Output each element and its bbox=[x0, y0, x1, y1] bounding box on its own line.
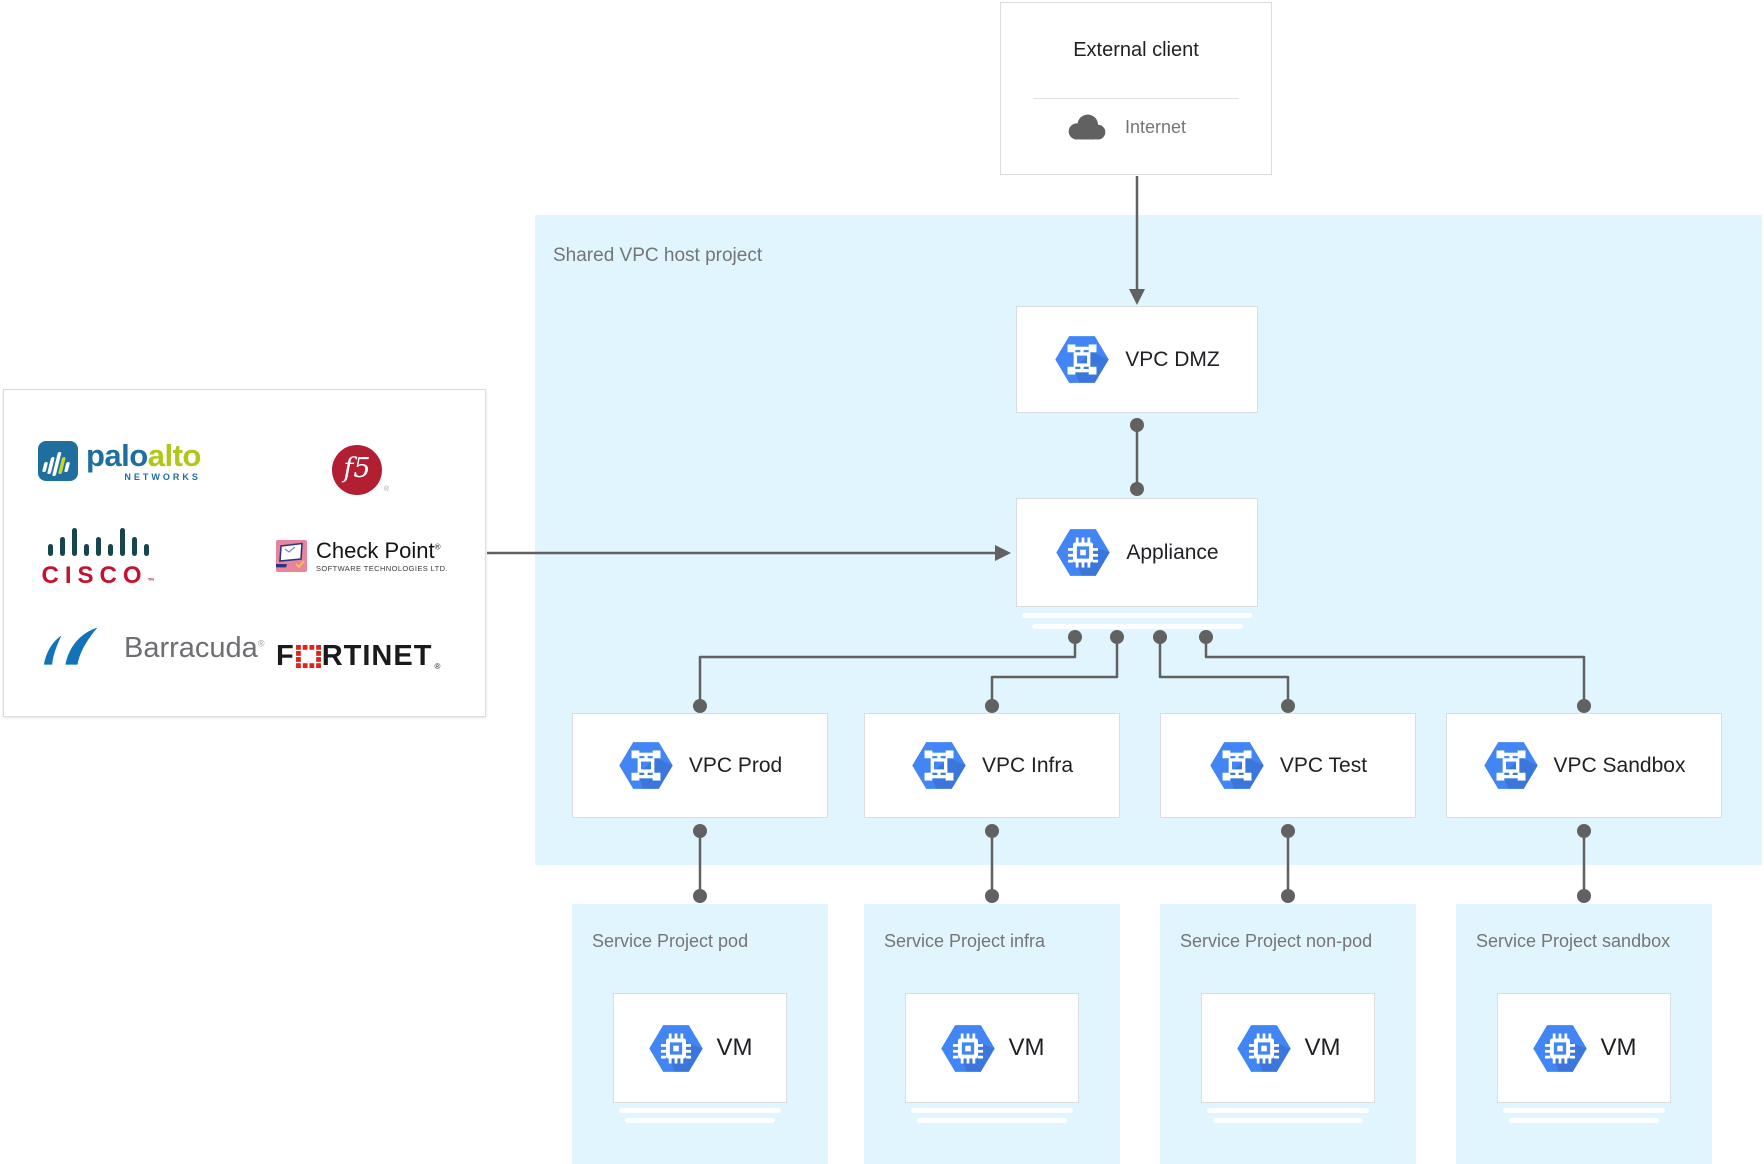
divider bbox=[1033, 98, 1239, 99]
vm-stack-line bbox=[625, 1118, 775, 1123]
fortinet-rtinet-text: RTINET bbox=[321, 640, 433, 672]
service-project-pod-panel: Service Project pod VM bbox=[572, 904, 828, 1164]
service-project-nonpod-panel: Service Project non-pod VM bbox=[1160, 904, 1416, 1164]
vm-stack-line bbox=[1503, 1108, 1665, 1113]
vpc-sandbox-node: VPC Sandbox bbox=[1446, 713, 1722, 818]
host-project-label: Shared VPC host project bbox=[553, 245, 763, 266]
fortinet-o-grid-icon bbox=[295, 645, 321, 668]
vm-label: VM bbox=[1600, 1034, 1637, 1061]
service-project-sandbox-label: Service Project sandbox bbox=[1476, 931, 1671, 951]
f5-text: f5 bbox=[343, 453, 371, 484]
f5-circle-icon: f5 ® bbox=[332, 445, 389, 495]
connector-vendors-to-appliance bbox=[487, 545, 1011, 561]
fortinet-registered-mark: ® bbox=[434, 662, 441, 671]
paloalto-icon bbox=[38, 441, 78, 481]
barracuda-registered-mark: ® bbox=[257, 637, 265, 648]
vendor-logos-card: paloalto NETWORKS f5 ® CISCO™ Check Poin… bbox=[3, 389, 486, 717]
vm-card: VM bbox=[905, 993, 1079, 1103]
vpc-icon bbox=[618, 741, 674, 790]
vm-stack-line bbox=[1509, 1118, 1659, 1123]
checkpoint-registered-mark: ® bbox=[434, 542, 441, 552]
service-project-infra-label: Service Project infra bbox=[884, 931, 1046, 951]
paloalto-word-palo: palo bbox=[86, 438, 148, 473]
service-project-infra-panel: Service Project infra VM bbox=[864, 904, 1120, 1164]
connector-vpc-to-service bbox=[693, 824, 1591, 903]
appliance-chip-icon bbox=[1055, 528, 1111, 577]
vpc-icon bbox=[911, 741, 967, 790]
barracuda-text: Barracuda bbox=[124, 631, 258, 664]
checkpoint-subtitle: SOFTWARE TECHNOLOGIES LTD. bbox=[316, 564, 448, 573]
appliance-label: Appliance bbox=[1126, 540, 1219, 564]
vpc-sandbox-label: VPC Sandbox bbox=[1553, 753, 1686, 777]
paloalto-networks-text: NETWORKS bbox=[124, 472, 201, 482]
paloalto-logo: paloalto NETWORKS bbox=[38, 440, 201, 482]
vpc-test-node: VPC Test bbox=[1160, 713, 1416, 818]
internet-cloud-icon bbox=[1065, 113, 1109, 141]
vm-stack-line bbox=[917, 1118, 1067, 1123]
vpc-icon bbox=[1054, 335, 1110, 384]
checkpoint-name: Check Point bbox=[316, 538, 435, 563]
vpc-infra-label: VPC Infra bbox=[981, 753, 1074, 777]
vpc-icon bbox=[1483, 741, 1539, 790]
vpc-dmz-label: VPC DMZ bbox=[1125, 347, 1220, 371]
vm-card: VM bbox=[613, 993, 787, 1103]
service-project-sandbox-panel: Service Project sandbox VM bbox=[1456, 904, 1712, 1164]
barracuda-fins-icon bbox=[43, 628, 98, 665]
vm-stack-line bbox=[1207, 1108, 1369, 1113]
cisco-logo: CISCO™ bbox=[41, 528, 155, 590]
external-client-card: External client Internet bbox=[1000, 2, 1272, 175]
internet-label: Internet bbox=[1125, 116, 1187, 137]
vm-stack-line bbox=[911, 1108, 1073, 1113]
barracuda-logo: Barracuda® bbox=[40, 628, 264, 668]
vpc-prod-label: VPC Prod bbox=[688, 753, 783, 777]
service-project-pod-label: Service Project pod bbox=[592, 931, 749, 951]
service-project-nonpod-label: Service Project non-pod bbox=[1180, 931, 1373, 951]
appliance-node: Appliance bbox=[1016, 498, 1258, 607]
cisco-bars-icon bbox=[47, 528, 149, 556]
connector-appliance-fanout bbox=[693, 630, 1591, 713]
vm-label: VM bbox=[1008, 1034, 1045, 1061]
vpc-prod-node: VPC Prod bbox=[572, 713, 828, 818]
checkpoint-icon bbox=[276, 540, 307, 573]
connector-externalclient-to-dmz bbox=[1129, 176, 1145, 305]
vm-stack-line bbox=[1213, 1118, 1363, 1123]
checkpoint-logo: Check Point® SOFTWARE TECHNOLOGIES LTD. bbox=[276, 540, 448, 573]
vm-label: VM bbox=[716, 1034, 753, 1061]
f5-logo: f5 ® bbox=[332, 445, 389, 495]
fortinet-f-text: F bbox=[276, 640, 295, 672]
f5-registered-mark: ® bbox=[383, 486, 389, 493]
vpc-dmz-node: VPC DMZ bbox=[1016, 306, 1258, 413]
cisco-text: CISCO bbox=[41, 562, 148, 589]
vm-label: VM bbox=[1304, 1034, 1341, 1061]
vm-card: VM bbox=[1201, 993, 1375, 1103]
appliance-stack-line bbox=[1032, 624, 1243, 629]
connector-dmz-to-appliance bbox=[1130, 418, 1144, 496]
external-client-title: External client bbox=[1073, 39, 1199, 61]
cisco-tm-mark: ™ bbox=[147, 578, 155, 585]
paloalto-word-alto: alto bbox=[147, 438, 202, 473]
vm-stack-line bbox=[619, 1108, 781, 1113]
vpc-infra-node: VPC Infra bbox=[864, 713, 1120, 818]
vm-card: VM bbox=[1497, 993, 1671, 1103]
vpc-test-label: VPC Test bbox=[1279, 753, 1368, 777]
vpc-icon bbox=[1209, 741, 1265, 790]
fortinet-logo: F RTINET ® bbox=[276, 640, 440, 673]
appliance-stack-line bbox=[1022, 613, 1252, 618]
